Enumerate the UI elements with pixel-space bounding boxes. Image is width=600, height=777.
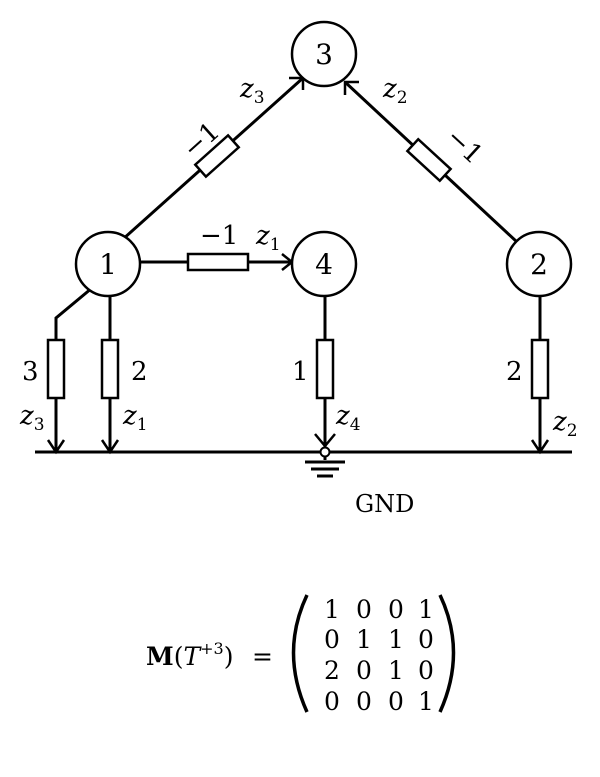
node-1-label: 1 — [99, 248, 117, 281]
edge-2-gnd-weight: 2 — [506, 357, 523, 387]
edge-4-gnd-weight: 1 — [292, 357, 309, 387]
ground-label: GND — [355, 490, 414, 518]
matrix-cell: 0 — [418, 625, 434, 654]
matrix-cell: 0 — [356, 595, 372, 624]
node-4: 4 — [290, 230, 358, 298]
matrix-cell: 0 — [324, 687, 340, 716]
matrix-equation: M(T+3) = 1 0 0 1 0 1 1 0 2 0 1 0 0 0 0 1 — [146, 594, 456, 716]
edge-1-gnd-a-weight: 3 — [22, 357, 39, 387]
edge-2-3-weight: −1 — [440, 122, 489, 170]
node-2: 2 — [505, 230, 573, 298]
edge-1-to-3: −1 z3 — [120, 74, 305, 242]
matrix-cell: 0 — [356, 656, 372, 685]
node-4-label: 4 — [315, 248, 333, 281]
matrix-cell: 1 — [388, 625, 404, 654]
node-2-label: 2 — [530, 248, 548, 281]
matrix-cell: 0 — [356, 687, 372, 716]
matrix-cell: 1 — [324, 595, 340, 624]
matrix-cell: 0 — [324, 625, 340, 654]
matrix-right-paren — [438, 594, 456, 713]
node-3: 3 — [290, 20, 358, 88]
matrix-cell: 0 — [388, 687, 404, 716]
edge-2-3-z: z2 — [382, 74, 408, 108]
node-1: 1 — [74, 230, 142, 298]
matrix-cell: 1 — [418, 687, 434, 716]
edge-1-gnd-a-z: z3 — [19, 401, 45, 435]
edge-1-to-gnd-b: 2 z1 — [100, 296, 148, 455]
edge-2-to-gnd: 2 z2 — [506, 296, 578, 455]
edge-1-gnd-b-z: z1 — [122, 401, 148, 435]
matrix-cell: 0 — [418, 656, 434, 685]
edge-1-gnd-b-weight: 2 — [131, 357, 148, 387]
edge-1-4-z: z1 — [255, 221, 281, 255]
matrix-equals: = — [252, 642, 273, 671]
matrix-cell: 1 — [388, 656, 404, 685]
matrix-cell: 2 — [324, 656, 340, 685]
edge-1-4-weight: −1 — [200, 221, 238, 251]
edge-2-gnd-z: z2 — [552, 407, 578, 441]
edge-1-3-z: z3 — [239, 74, 265, 108]
edge-2-to-3: −1 z2 — [343, 74, 519, 244]
ground-symbol — [305, 446, 345, 478]
edge-1-to-4: −1 z1 — [140, 221, 295, 272]
matrix-lhs: M(T+3) — [146, 639, 234, 671]
matrix-cell: 0 — [388, 595, 404, 624]
edge-4-to-gnd: 1 z4 — [292, 296, 361, 448]
node-3-label: 3 — [315, 38, 333, 71]
edge-4-gnd-z: z4 — [335, 401, 361, 435]
matrix-left-paren — [291, 594, 309, 713]
matrix-cell: 1 — [418, 595, 434, 624]
matrix-cell: 1 — [356, 625, 372, 654]
edge-1-to-gnd-a: 3 z3 — [19, 286, 93, 455]
